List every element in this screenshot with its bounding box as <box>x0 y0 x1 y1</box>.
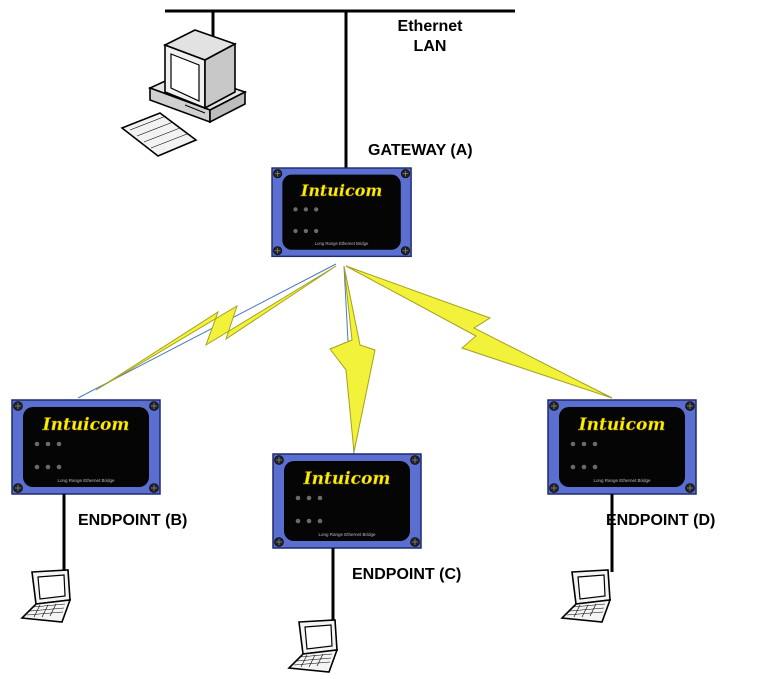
gateway-brand-logo: Intuicom <box>300 181 382 200</box>
ethernet-lan-label: Ethernet LAN <box>390 17 470 57</box>
endpoint-c-device-caption: Long Range Ethernet Bridge <box>318 532 376 537</box>
laptop-icon <box>288 619 338 673</box>
endpoint-d-brand-logo: Intuicom <box>578 415 666 435</box>
wireless-link-b <box>77 263 337 399</box>
endpoint-c-brand-logo: Intuicom <box>303 469 391 489</box>
gateway-device-icon: Intuicom Long Range Ethernet Bridge <box>271 167 412 258</box>
lan-label-line2: LAN <box>413 38 447 55</box>
laptop-icon <box>21 569 71 623</box>
lan-label-line1: Ethernet <box>397 18 463 35</box>
endpoint-b-brand-logo: Intuicom <box>42 415 130 435</box>
endpoint-d-label: ENDPOINT (D) <box>606 512 716 529</box>
endpoint-c-device-icon: Intuicom Long Range Ethernet Bridge <box>272 453 422 549</box>
endpoint-b-device-icon: Intuicom Long Range Ethernet Bridge <box>11 399 161 495</box>
desktop-computer-icon <box>120 29 248 157</box>
gateway-device-caption: Long Range Ethernet Bridge <box>315 241 369 246</box>
wireless-link-d <box>345 265 613 399</box>
endpoint-d-device-icon: Intuicom Long Range Ethernet Bridge <box>547 399 697 495</box>
gateway-label: GATEWAY (A) <box>368 142 473 159</box>
endpoint-b-label: ENDPOINT (B) <box>78 512 188 529</box>
endpoint-c-label: ENDPOINT (C) <box>352 566 462 583</box>
endpoint-d-device-caption: Long Range Ethernet Bridge <box>593 478 651 483</box>
wireless-link-c <box>329 265 376 455</box>
endpoint-b-device-caption: Long Range Ethernet Bridge <box>57 478 115 483</box>
laptop-icon <box>561 569 611 623</box>
